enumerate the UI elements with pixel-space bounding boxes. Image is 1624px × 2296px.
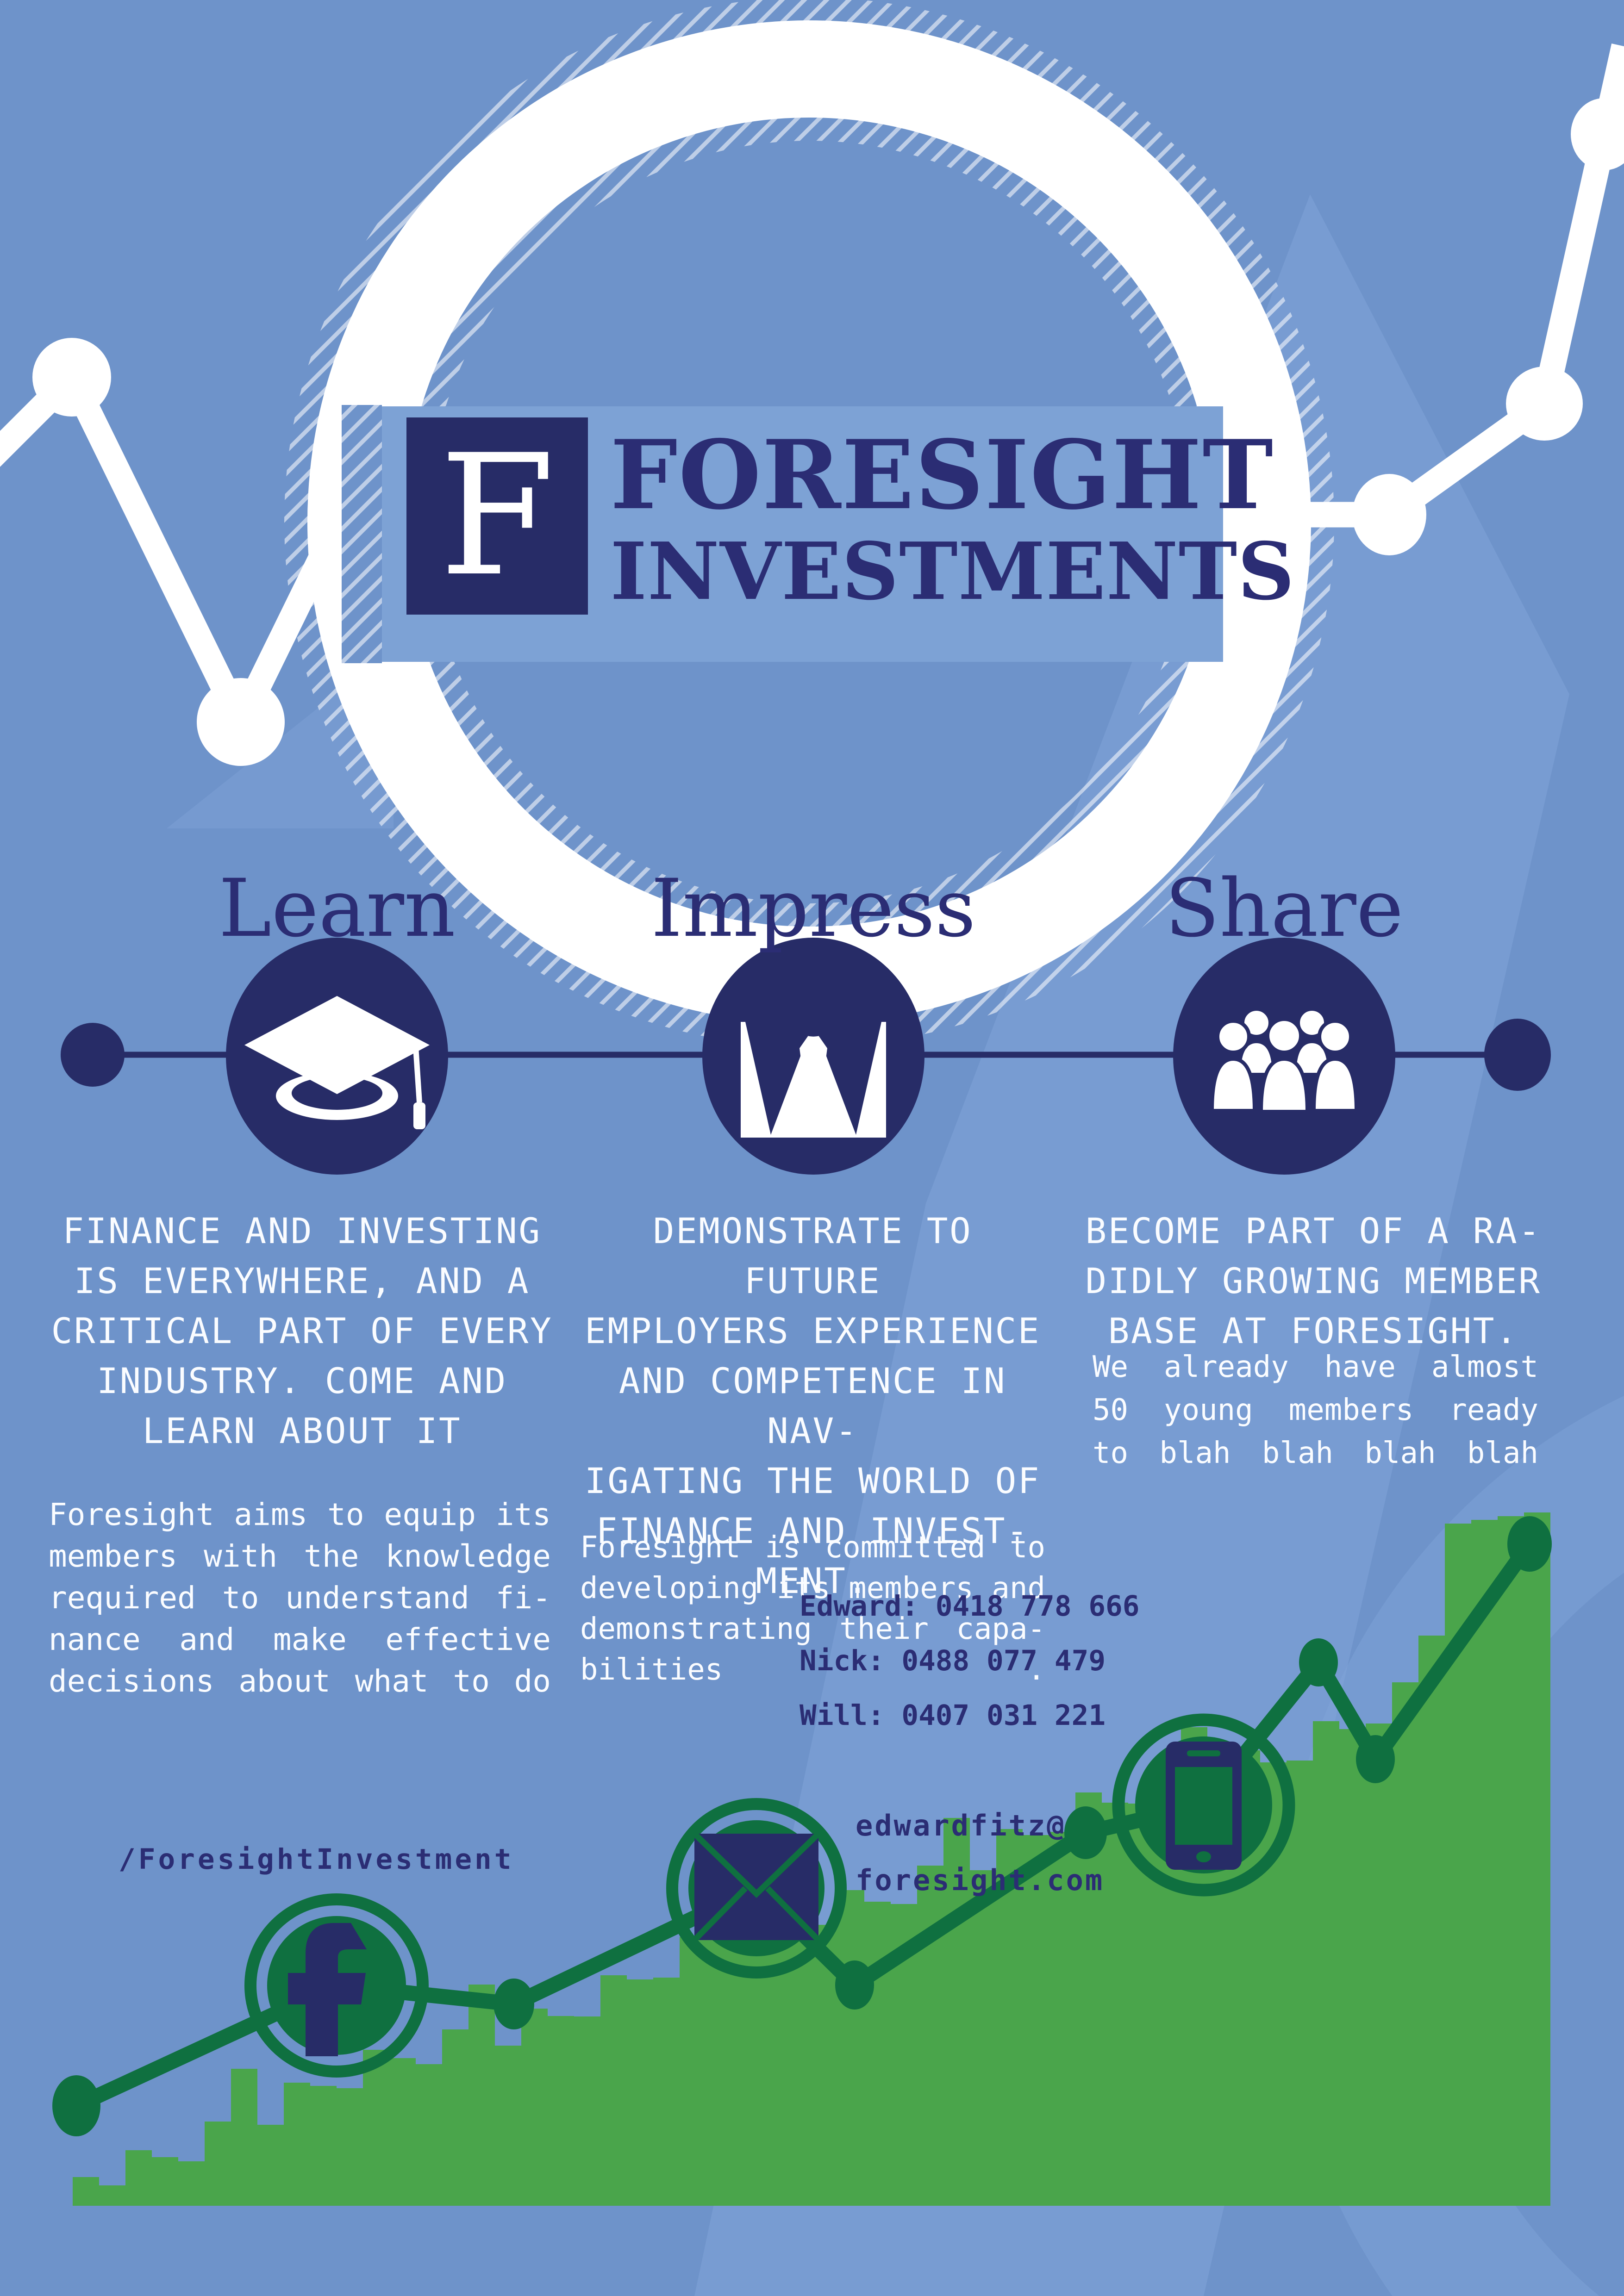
contact-list: Edward: 0418 778 666 Nick: 0488 077 479 … (800, 1579, 1140, 1743)
suit-tie-icon (741, 1022, 886, 1138)
email-address: edwardfitz@ foresight.com (856, 1809, 1105, 1897)
people-group-icon (1210, 1007, 1359, 1114)
heading-share: Share (1165, 862, 1404, 955)
heading-impress: Impress (651, 862, 976, 955)
green-area-chart (73, 1512, 1550, 2206)
body-learn: Foresight aims to equip its members with… (49, 1497, 551, 1699)
brand-name-line2: INVESTMENTS (610, 525, 1295, 618)
white-line-chart-left-icon (0, 338, 363, 766)
headline-share: BECOME PART OF A RA- DIDLY GROWING MEMBE… (1085, 1210, 1542, 1351)
heading-learn: Learn (219, 862, 456, 955)
contact-edward: Edward: 0418 778 666 (800, 1590, 1140, 1623)
facebook-icon (244, 1893, 429, 2078)
contact-nick: Nick: 0488 077 479 (800, 1644, 1106, 1677)
envelope-icon (666, 1798, 847, 1979)
headline-impress: DEMONSTRATE TO FUTURE EMPLOYERS EXPERIEN… (584, 1210, 1041, 1601)
headline-learn: FINANCE AND INVESTING IS EVERYWHERE, AND… (51, 1210, 553, 1451)
brand-name-line1: FORESIGHT (610, 420, 1274, 531)
contact-will: Will: 0407 031 221 (800, 1699, 1106, 1732)
graduation-cap-icon (244, 996, 430, 1129)
brand-letter: F (439, 419, 555, 613)
body-share: We already have almost 50 young members … (1093, 1350, 1538, 1470)
facebook-handle: /ForesightInvestment (119, 1843, 514, 1876)
white-line-chart-right-icon (1296, 44, 1624, 555)
body-impress: Foresight is committed to developing its… (580, 1531, 1045, 1687)
brand-logo-box: F (406, 417, 588, 615)
smartphone-icon (1112, 1713, 1295, 1897)
share-circle (1173, 938, 1395, 1175)
